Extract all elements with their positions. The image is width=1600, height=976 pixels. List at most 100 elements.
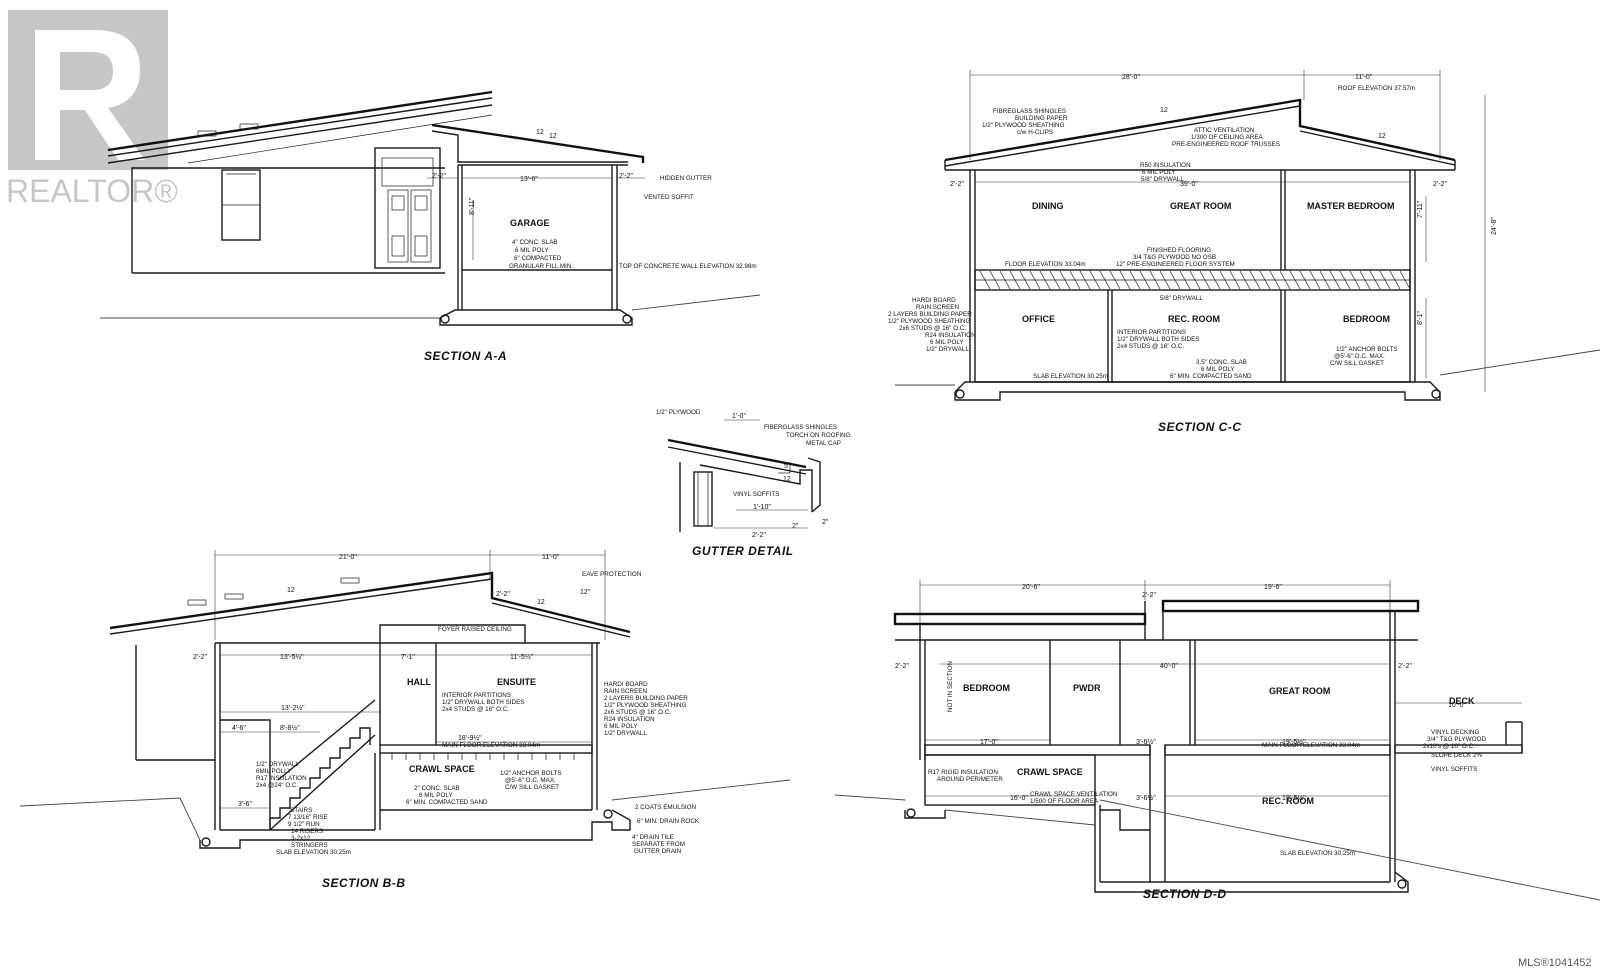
svg-text:2x10's @ 16" O.C.: 2x10's @ 16" O.C. bbox=[1423, 743, 1475, 750]
sec-c-room-dining: DINING bbox=[1032, 201, 1064, 211]
sec-a-dim: 2'-2" bbox=[619, 173, 633, 180]
svg-text:1/2" ANCHOR BOLTS: 1/2" ANCHOR BOLTS bbox=[1336, 346, 1398, 353]
gutter-note: VINYL SOFFITS bbox=[733, 491, 779, 498]
sec-d-room-rec-room: REC. ROOM bbox=[1262, 796, 1314, 806]
sec-a-note: 4" CONC. SLAB bbox=[512, 239, 558, 246]
svg-text:6 MIL POLY: 6 MIL POLY bbox=[1142, 169, 1176, 176]
svg-text:2x4 @24" O.C.: 2x4 @24" O.C. bbox=[256, 782, 298, 789]
svg-text:FLOOR ELEVATION 33.04m: FLOOR ELEVATION 33.04m bbox=[1005, 261, 1086, 268]
svg-text:NOT IN SECTION: NOT IN SECTION bbox=[947, 661, 954, 712]
svg-text:RAIN SCREEN: RAIN SCREEN bbox=[604, 688, 647, 695]
svg-text:6" MIN. COMPACTED SAND: 6" MIN. COMPACTED SAND bbox=[1170, 373, 1252, 380]
svg-text:INTERIOR PARTITIONS: INTERIOR PARTITIONS bbox=[442, 692, 511, 699]
svg-text:FIBREGLASS SHINGLES: FIBREGLASS SHINGLES bbox=[993, 108, 1066, 115]
sec-a-note: GRANULAR FILL MIN. bbox=[509, 263, 573, 270]
sec-c-notes: FIBREGLASS SHINGLES BUILDING PAPER 1/2" … bbox=[888, 85, 1415, 380]
sec-d-room-deck: DECK bbox=[1449, 696, 1475, 706]
svg-text:6" MIN. COMPACTED SAND: 6" MIN. COMPACTED SAND bbox=[406, 799, 488, 806]
gutter-note: METAL CAP bbox=[806, 440, 841, 447]
sec-c-room-master-bedroom: MASTER BEDROOM bbox=[1307, 201, 1395, 211]
svg-text:BUILDING PAPER: BUILDING PAPER bbox=[1015, 115, 1068, 122]
svg-text:1/2" PLYWOOD SHEATHING: 1/2" PLYWOOD SHEATHING bbox=[888, 318, 971, 325]
sec-d-dim: 17'-0" bbox=[980, 739, 998, 746]
svg-text:1/2" PLYWOOD SHEATHING: 1/2" PLYWOOD SHEATHING bbox=[982, 122, 1065, 129]
sec-a-room-garage: GARAGE bbox=[510, 218, 550, 228]
section-d-drawing bbox=[834, 580, 1600, 901]
svg-text:2 LAYERS BUILDING PAPER: 2 LAYERS BUILDING PAPER bbox=[604, 695, 688, 702]
svg-text:9 1/2" RUN: 9 1/2" RUN bbox=[288, 821, 320, 828]
sec-a-note: HIDDEN GUTTER bbox=[660, 175, 712, 182]
svg-text:SLAB ELEVATION 30.25m: SLAB ELEVATION 30.25m bbox=[276, 849, 351, 856]
svg-text:MAIN FLOOR ELEVATION 33.04m: MAIN FLOOR ELEVATION 33.04m bbox=[1262, 742, 1360, 749]
sec-a-note: VENTED SOFFIT bbox=[644, 194, 694, 201]
svg-text:6 MIL POLY: 6 MIL POLY bbox=[930, 339, 964, 346]
svg-text:@5'-6" O.C. MAX.: @5'-6" O.C. MAX. bbox=[505, 777, 556, 784]
sec-b-dim: 8'-8½" bbox=[280, 724, 300, 732]
svg-text:FINISHED FLOORING: FINISHED FLOORING bbox=[1147, 247, 1211, 254]
svg-text:INTERIOR PARTITIONS: INTERIOR PARTITIONS bbox=[1117, 329, 1186, 336]
realtor-wordmark: REALTOR® bbox=[6, 173, 178, 209]
sec-a-dim: 13'-6" bbox=[520, 176, 538, 183]
svg-text:1/2" PLYWOOD SHEATHING: 1/2" PLYWOOD SHEATHING bbox=[604, 702, 687, 709]
svg-text:3.5" CONC. SLAB: 3.5" CONC. SLAB bbox=[1196, 359, 1247, 366]
svg-text:MAIN FLOOR ELEVATION 33.04m: MAIN FLOOR ELEVATION 33.04m bbox=[442, 742, 540, 749]
sec-d-room-great-room: GREAT ROOM bbox=[1269, 686, 1330, 696]
svg-text:@5'-6" O.C. MAX.: @5'-6" O.C. MAX. bbox=[1334, 353, 1385, 360]
svg-text:R50 INSULATION: R50 INSULATION bbox=[1140, 162, 1191, 169]
svg-text:1/2" DRYWALL: 1/2" DRYWALL bbox=[604, 730, 647, 737]
sec-b-dim: 21'-0" bbox=[339, 554, 357, 561]
svg-text:2x4 STUDS @ 16" O.C.: 2x4 STUDS @ 16" O.C. bbox=[1117, 343, 1184, 350]
sec-b-dim: 3'-6" bbox=[238, 801, 252, 808]
svg-text:2x6 STUDS @ 16" O.C.: 2x6 STUDS @ 16" O.C. bbox=[604, 709, 671, 716]
sec-a-dim: 8'-11" bbox=[469, 197, 476, 215]
section-c-drawing bbox=[895, 70, 1600, 401]
svg-text:6" MIN. DRAIN ROCK: 6" MIN. DRAIN ROCK bbox=[637, 818, 700, 825]
sec-b-room-crawl-space: CRAWL SPACE bbox=[409, 764, 475, 774]
realtor-logo bbox=[8, 10, 168, 170]
svg-text:SLAB ELEVATION 30.25m: SLAB ELEVATION 30.25m bbox=[1033, 373, 1108, 380]
svg-text:1/2" DRYWALL BOTH SIDES: 1/2" DRYWALL BOTH SIDES bbox=[442, 699, 525, 706]
sec-d-room-crawl-space: CRAWL SPACE bbox=[1017, 767, 1083, 777]
sec-c-dim: 28'-0" bbox=[1122, 74, 1140, 81]
svg-text:7 13/16" RISE: 7 13/16" RISE bbox=[288, 814, 328, 821]
svg-text:CRAWL SPACE VENTILATION: CRAWL SPACE VENTILATION bbox=[1030, 791, 1118, 798]
sec-a-slope-dim: 12 bbox=[536, 129, 544, 136]
section-a-title: SECTION A-A bbox=[424, 349, 507, 363]
sec-b-dim: 11'-0" bbox=[542, 554, 560, 561]
sec-c-room-rec-room: REC. ROOM bbox=[1168, 314, 1220, 324]
svg-text:5/8" DRYWALL: 5/8" DRYWALL bbox=[1160, 295, 1203, 302]
svg-text:AROUND PERIMETER: AROUND PERIMETER bbox=[937, 776, 1003, 783]
sec-d-room-pwdr: PWDR bbox=[1073, 683, 1101, 693]
sec-a-note: 6" COMPACTED bbox=[514, 255, 562, 262]
sec-d-dim: 19'-5½" bbox=[1282, 738, 1306, 746]
sec-c-dim: 11'-0" bbox=[1355, 74, 1373, 81]
svg-text:4" DRAIN TILE: 4" DRAIN TILE bbox=[632, 834, 674, 841]
svg-text:3-2x12: 3-2x12 bbox=[291, 835, 311, 842]
section-b-drawing bbox=[19, 550, 791, 849]
sec-b-slope: 12 bbox=[537, 599, 545, 606]
sec-d-dim: 10'-0" bbox=[1448, 702, 1466, 709]
svg-text:6 MIL POLY: 6 MIL POLY bbox=[1201, 366, 1235, 373]
svg-text:PRE-ENGINEERED ROOF TRUSSES: PRE-ENGINEERED ROOF TRUSSES bbox=[1172, 141, 1280, 148]
svg-text:2x4 STUDS @ 16" O.C.: 2x4 STUDS @ 16" O.C. bbox=[442, 706, 509, 713]
sec-d-dim: 19'-5½" bbox=[1282, 794, 1306, 802]
svg-text:1/500 OF FLOOR AREA: 1/500 OF FLOOR AREA bbox=[1030, 798, 1099, 805]
svg-text:GUTTER DRAIN: GUTTER DRAIN bbox=[634, 848, 682, 855]
gutter-note: TORCH ON ROOFING bbox=[786, 432, 851, 439]
section-c-title: SECTION C-C bbox=[1158, 420, 1242, 434]
svg-text:VINYL SOFFITS: VINYL SOFFITS bbox=[1431, 766, 1477, 773]
svg-text:C/W SILL GASKET: C/W SILL GASKET bbox=[1330, 360, 1384, 367]
svg-text:SEPARATE FROM: SEPARATE FROM bbox=[632, 841, 685, 848]
gutter-dim: 2'-2" bbox=[752, 532, 766, 539]
sec-b-room-ensuite: ENSUITE bbox=[497, 677, 536, 687]
gutter-detail-title: GUTTER DETAIL bbox=[692, 544, 794, 558]
sec-b-dim: 2'-2" bbox=[496, 591, 510, 598]
svg-text:12" PRE-ENGINEERED FLOOR SYSTE: 12" PRE-ENGINEERED FLOOR SYSTEM bbox=[1116, 261, 1235, 268]
svg-text:VINYL DECKING: VINYL DECKING bbox=[1431, 729, 1480, 736]
gutter-dim: 2" bbox=[792, 523, 799, 530]
svg-text:1/300 OF CEILING AREA: 1/300 OF CEILING AREA bbox=[1191, 134, 1264, 141]
sec-c-dim: 7'-11" bbox=[1417, 200, 1424, 218]
sec-d-dim: 2'-2" bbox=[1398, 663, 1412, 670]
sec-d-dim: 2'-2" bbox=[1142, 592, 1156, 599]
